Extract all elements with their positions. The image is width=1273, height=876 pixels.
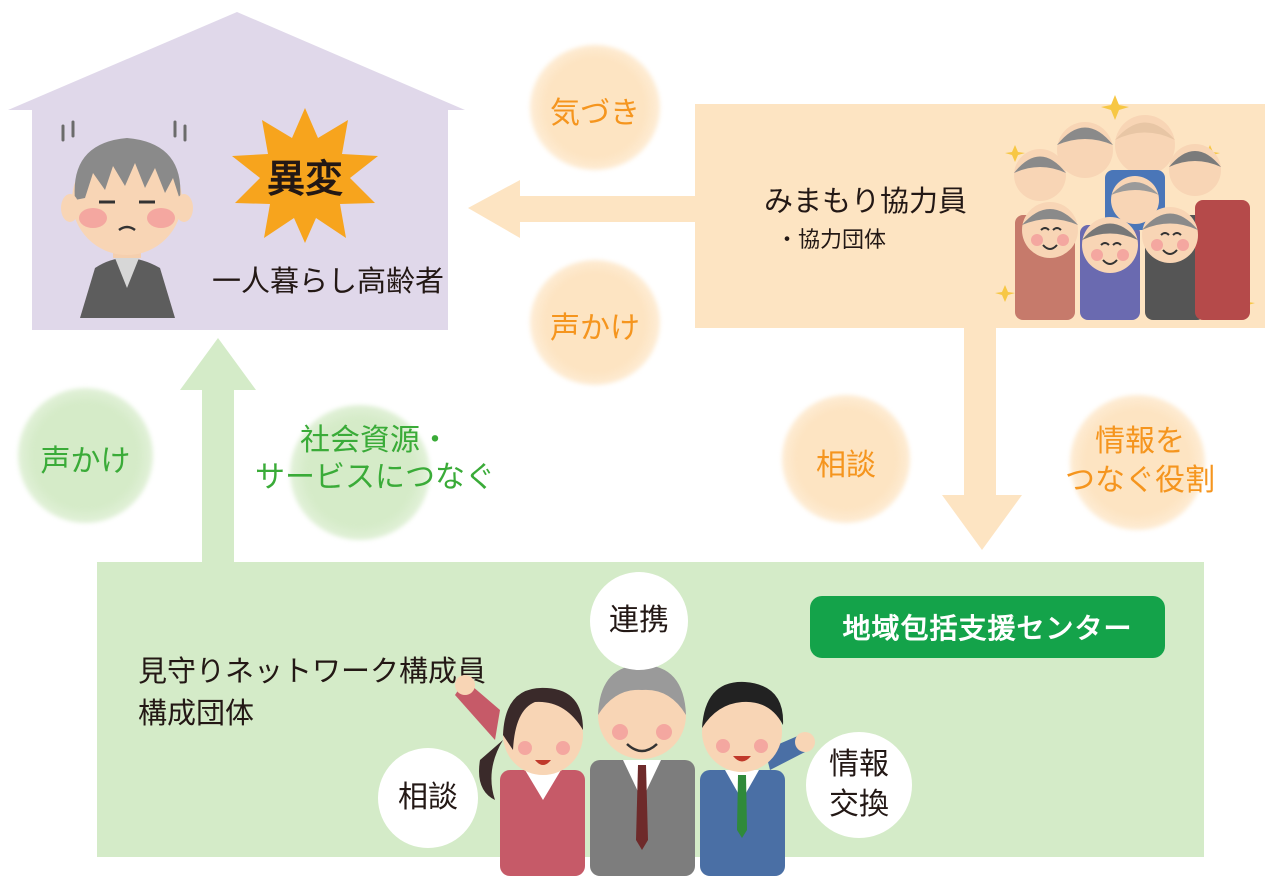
call-out-top-bubble [530,260,660,385]
info-role-label-line2: つなぐ役割 [1065,463,1215,498]
supporters-title: みまもり協力員 [764,184,968,218]
info-role-bubble [1070,395,1205,530]
alert-label: 異変 [266,157,343,201]
consult-right-label: 相談 [816,448,876,483]
connect-bubble [290,405,430,540]
info-role-label-line1: 情報を [1095,424,1185,459]
elderly-person-label: 一人暮らし高齢者 [212,264,445,298]
connect-label-line1: 社会資源・ [300,423,450,458]
notice-label: 気づき [550,96,640,131]
call-out-left-label: 声かけ [40,444,131,479]
cooperation-bubble: 連携 [590,572,688,670]
network-members-label: 見守りネットワーク構成員 [138,654,487,688]
community-center-badge: 地域包括支援センター [810,596,1165,658]
info-exchange-line1: 情報 [829,747,889,782]
consult-right-bubble [782,395,910,523]
connect-label-line2: サービスにつなぐ [255,460,495,495]
supporters-subtitle: ・協力団体 [776,228,887,253]
call-out-top-label: 声かけ [550,311,640,346]
staff-trio-illustration [455,665,815,876]
call-out-left-bubble [18,388,153,523]
staff-consult-bubble: 相談 [378,748,478,848]
supporters-crowd-illustration [995,95,1255,320]
notice-bubble [530,45,660,170]
info-exchange-line2: 交換 [829,787,889,822]
elderly-person-illustration [61,120,193,318]
info-exchange-bubble: 情報 交換 [806,732,912,838]
alert-starburst-icon [232,108,378,243]
network-groups-label: 構成団体 [138,696,255,730]
